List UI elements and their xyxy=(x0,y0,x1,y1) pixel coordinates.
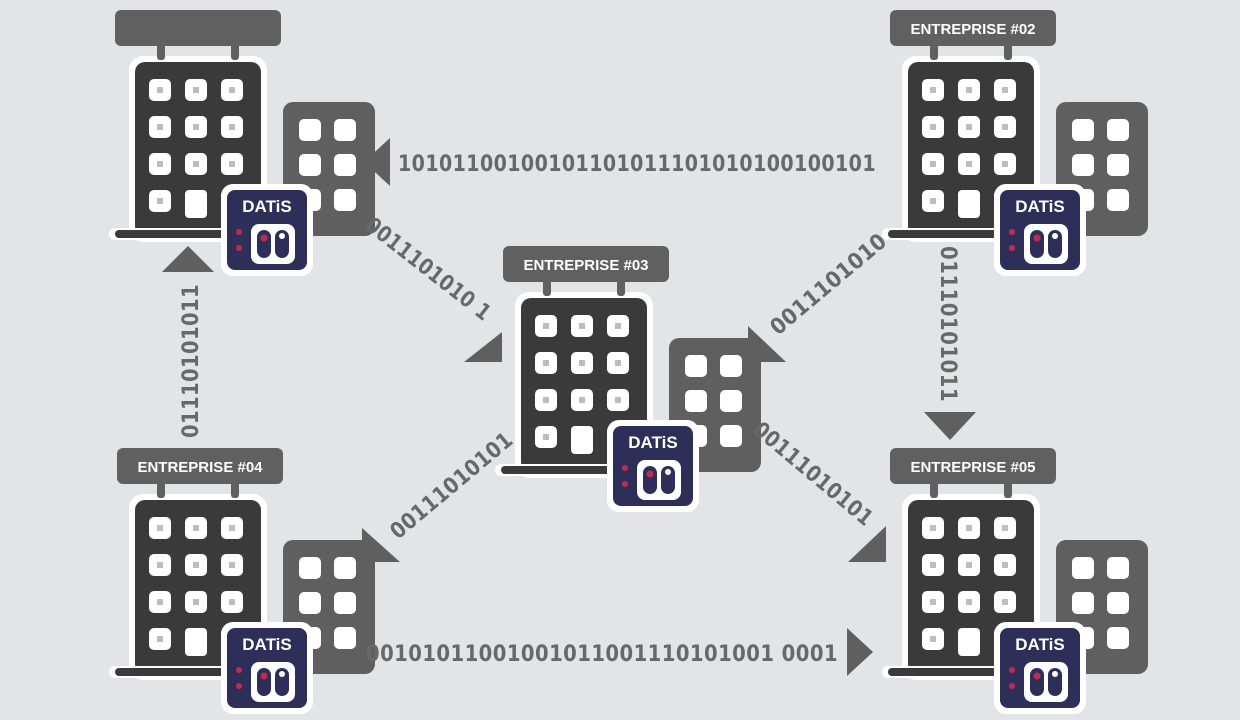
building-1: DATiS xyxy=(109,10,375,276)
link-left-vertical-binary: 01110101011 xyxy=(179,284,204,438)
diag-lower-left-arrow-icon xyxy=(362,528,400,562)
building-2-sign xyxy=(890,10,1056,46)
link-diag-lower-left-binary: 00111010101 xyxy=(386,428,519,545)
building-2: ENTREPRISE #02 DATiS xyxy=(882,10,1148,276)
building-4-logo: DATiS xyxy=(242,635,291,654)
building-3-sign xyxy=(503,246,669,282)
building-5-logo: DATiS xyxy=(1015,635,1064,654)
building-3: ENTREPRISE #03 DATiS xyxy=(495,246,761,512)
building-1-sign xyxy=(115,10,281,46)
building-4-sign xyxy=(117,448,283,484)
diag-upper-right-arrow-icon xyxy=(748,326,786,362)
link-right-vertical-binary: 01110101011 xyxy=(935,246,960,402)
building-1-logo: DATiS xyxy=(242,197,291,216)
link-top-binary: 10101100100101101011101010100100101 xyxy=(398,152,876,177)
building-5: ENTREPRISE #05 DATiS xyxy=(882,448,1148,714)
left-vertical-arrow-icon xyxy=(162,246,214,272)
building-4: ENTREPRISE #04 DATiS xyxy=(109,448,375,714)
building-5-sign-label: ENTREPRISE #05 xyxy=(910,459,1035,476)
link-bottom-binary: 00101011001001011001110101001 0001 xyxy=(366,642,838,667)
building-2-logo: DATiS xyxy=(1015,197,1064,216)
link-diag-upper-right-binary: 0011101010 xyxy=(766,229,892,341)
building-3-logo: DATiS xyxy=(628,433,677,452)
right-vertical-arrow-icon xyxy=(924,412,976,440)
building-3-sign-label: ENTREPRISE #03 xyxy=(523,257,648,274)
link-diag-lower-right-binary: 00111010101 xyxy=(748,417,877,531)
building-4-sign-label: ENTREPRISE #04 xyxy=(137,459,263,476)
diag-upper-left-arrow-icon xyxy=(464,332,502,362)
link-diag-upper-left-binary: 0011101010 1 xyxy=(360,213,495,326)
bottom-arrow-icon xyxy=(847,628,873,676)
building-2-sign-label: ENTREPRISE #02 xyxy=(910,21,1035,38)
building-5-sign xyxy=(890,448,1056,484)
top-arrow-icon xyxy=(364,138,390,186)
diag-lower-right-arrow-icon xyxy=(848,526,886,562)
